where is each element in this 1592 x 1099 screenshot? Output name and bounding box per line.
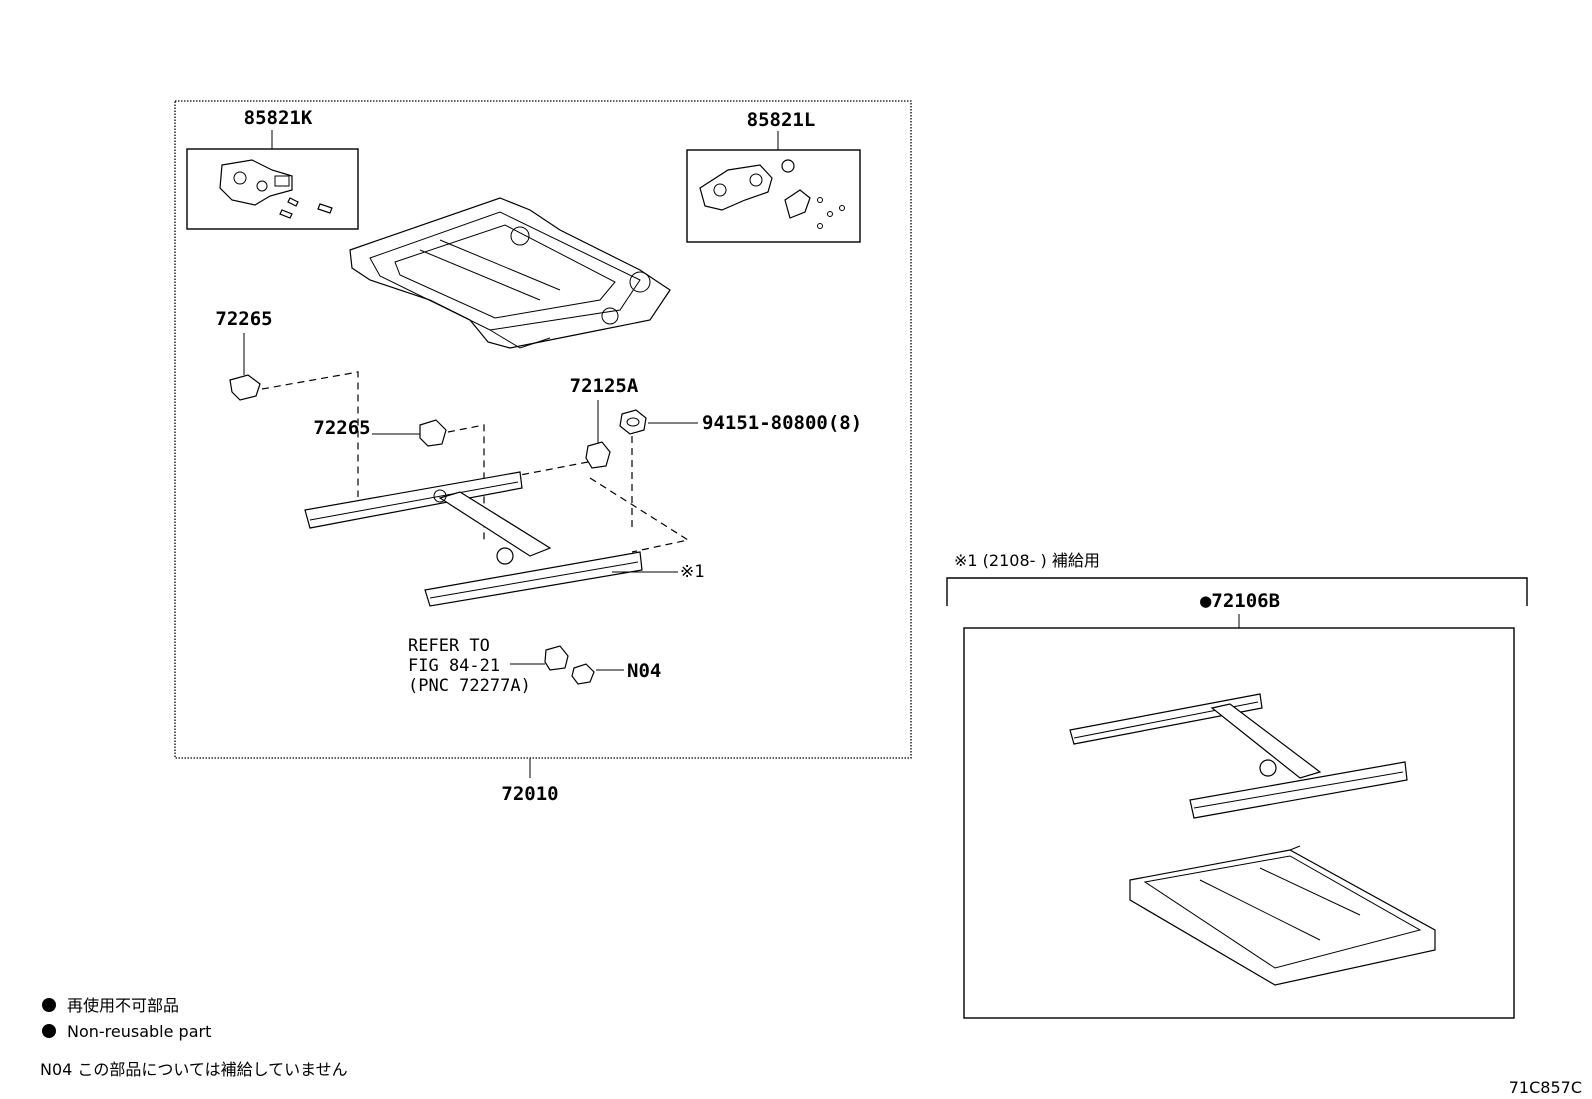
legend-en: Non-reusable part xyxy=(67,1022,211,1041)
refer-line-3[interactable]: (PNC 72277A) xyxy=(408,676,531,696)
bullet-icon xyxy=(42,998,56,1012)
motor-85821L-icon xyxy=(699,159,845,229)
seat-rail-drawing xyxy=(304,471,643,607)
label-72125A[interactable]: 72125A xyxy=(570,375,639,397)
supply-bracket xyxy=(946,577,1528,606)
bracket-72265-a-icon xyxy=(229,374,261,401)
box-85821L xyxy=(686,149,861,243)
assembly-72010-frame xyxy=(174,100,912,759)
label-72265-a[interactable]: 72265 xyxy=(215,308,272,330)
packaging-tray-drawing xyxy=(1129,845,1436,986)
refer-line-2[interactable]: FIG 84-21 xyxy=(408,656,500,676)
figure-code: 71C857C xyxy=(1509,1078,1582,1097)
label-72265-b[interactable]: 72265 xyxy=(313,417,370,439)
motor-85821K-icon xyxy=(219,159,333,219)
clip-N04-icon xyxy=(571,663,595,685)
sensor-72125A-icon xyxy=(585,441,611,469)
dash-72265-b xyxy=(447,424,485,540)
label-85821L[interactable]: 85821L xyxy=(747,109,816,131)
label-72010[interactable]: 72010 xyxy=(501,783,558,805)
legend-jp: 再使用不可部品 xyxy=(67,996,179,1015)
box-85821K xyxy=(186,148,359,230)
bracket-72265-b-icon xyxy=(419,419,447,447)
seat-frame-drawing xyxy=(349,197,671,349)
box-72106B xyxy=(963,627,1515,1019)
dash-72265-a xyxy=(261,371,359,497)
supply-note: ※1 (2108- ) 補給用 xyxy=(954,551,1100,570)
nut-94151-icon xyxy=(619,409,647,435)
legend-n04: N04 この部品については補給していません xyxy=(40,1060,348,1079)
clip-72277A-icon xyxy=(544,645,569,671)
label-85821K[interactable]: 85821K xyxy=(244,107,313,129)
label-N04[interactable]: N04 xyxy=(627,660,661,682)
refer-line-1[interactable]: REFER TO xyxy=(408,636,490,656)
dash-rail-corner xyxy=(589,477,690,553)
bullet-icon xyxy=(42,1024,56,1038)
label-94151[interactable]: 94151-80800(8) xyxy=(702,412,862,434)
dash-72125A xyxy=(514,461,589,477)
label-note-mark[interactable]: ※1 xyxy=(680,562,704,582)
rail-kit-drawing xyxy=(1069,693,1408,819)
label-72106B[interactable]: ●72106B xyxy=(1200,590,1280,612)
